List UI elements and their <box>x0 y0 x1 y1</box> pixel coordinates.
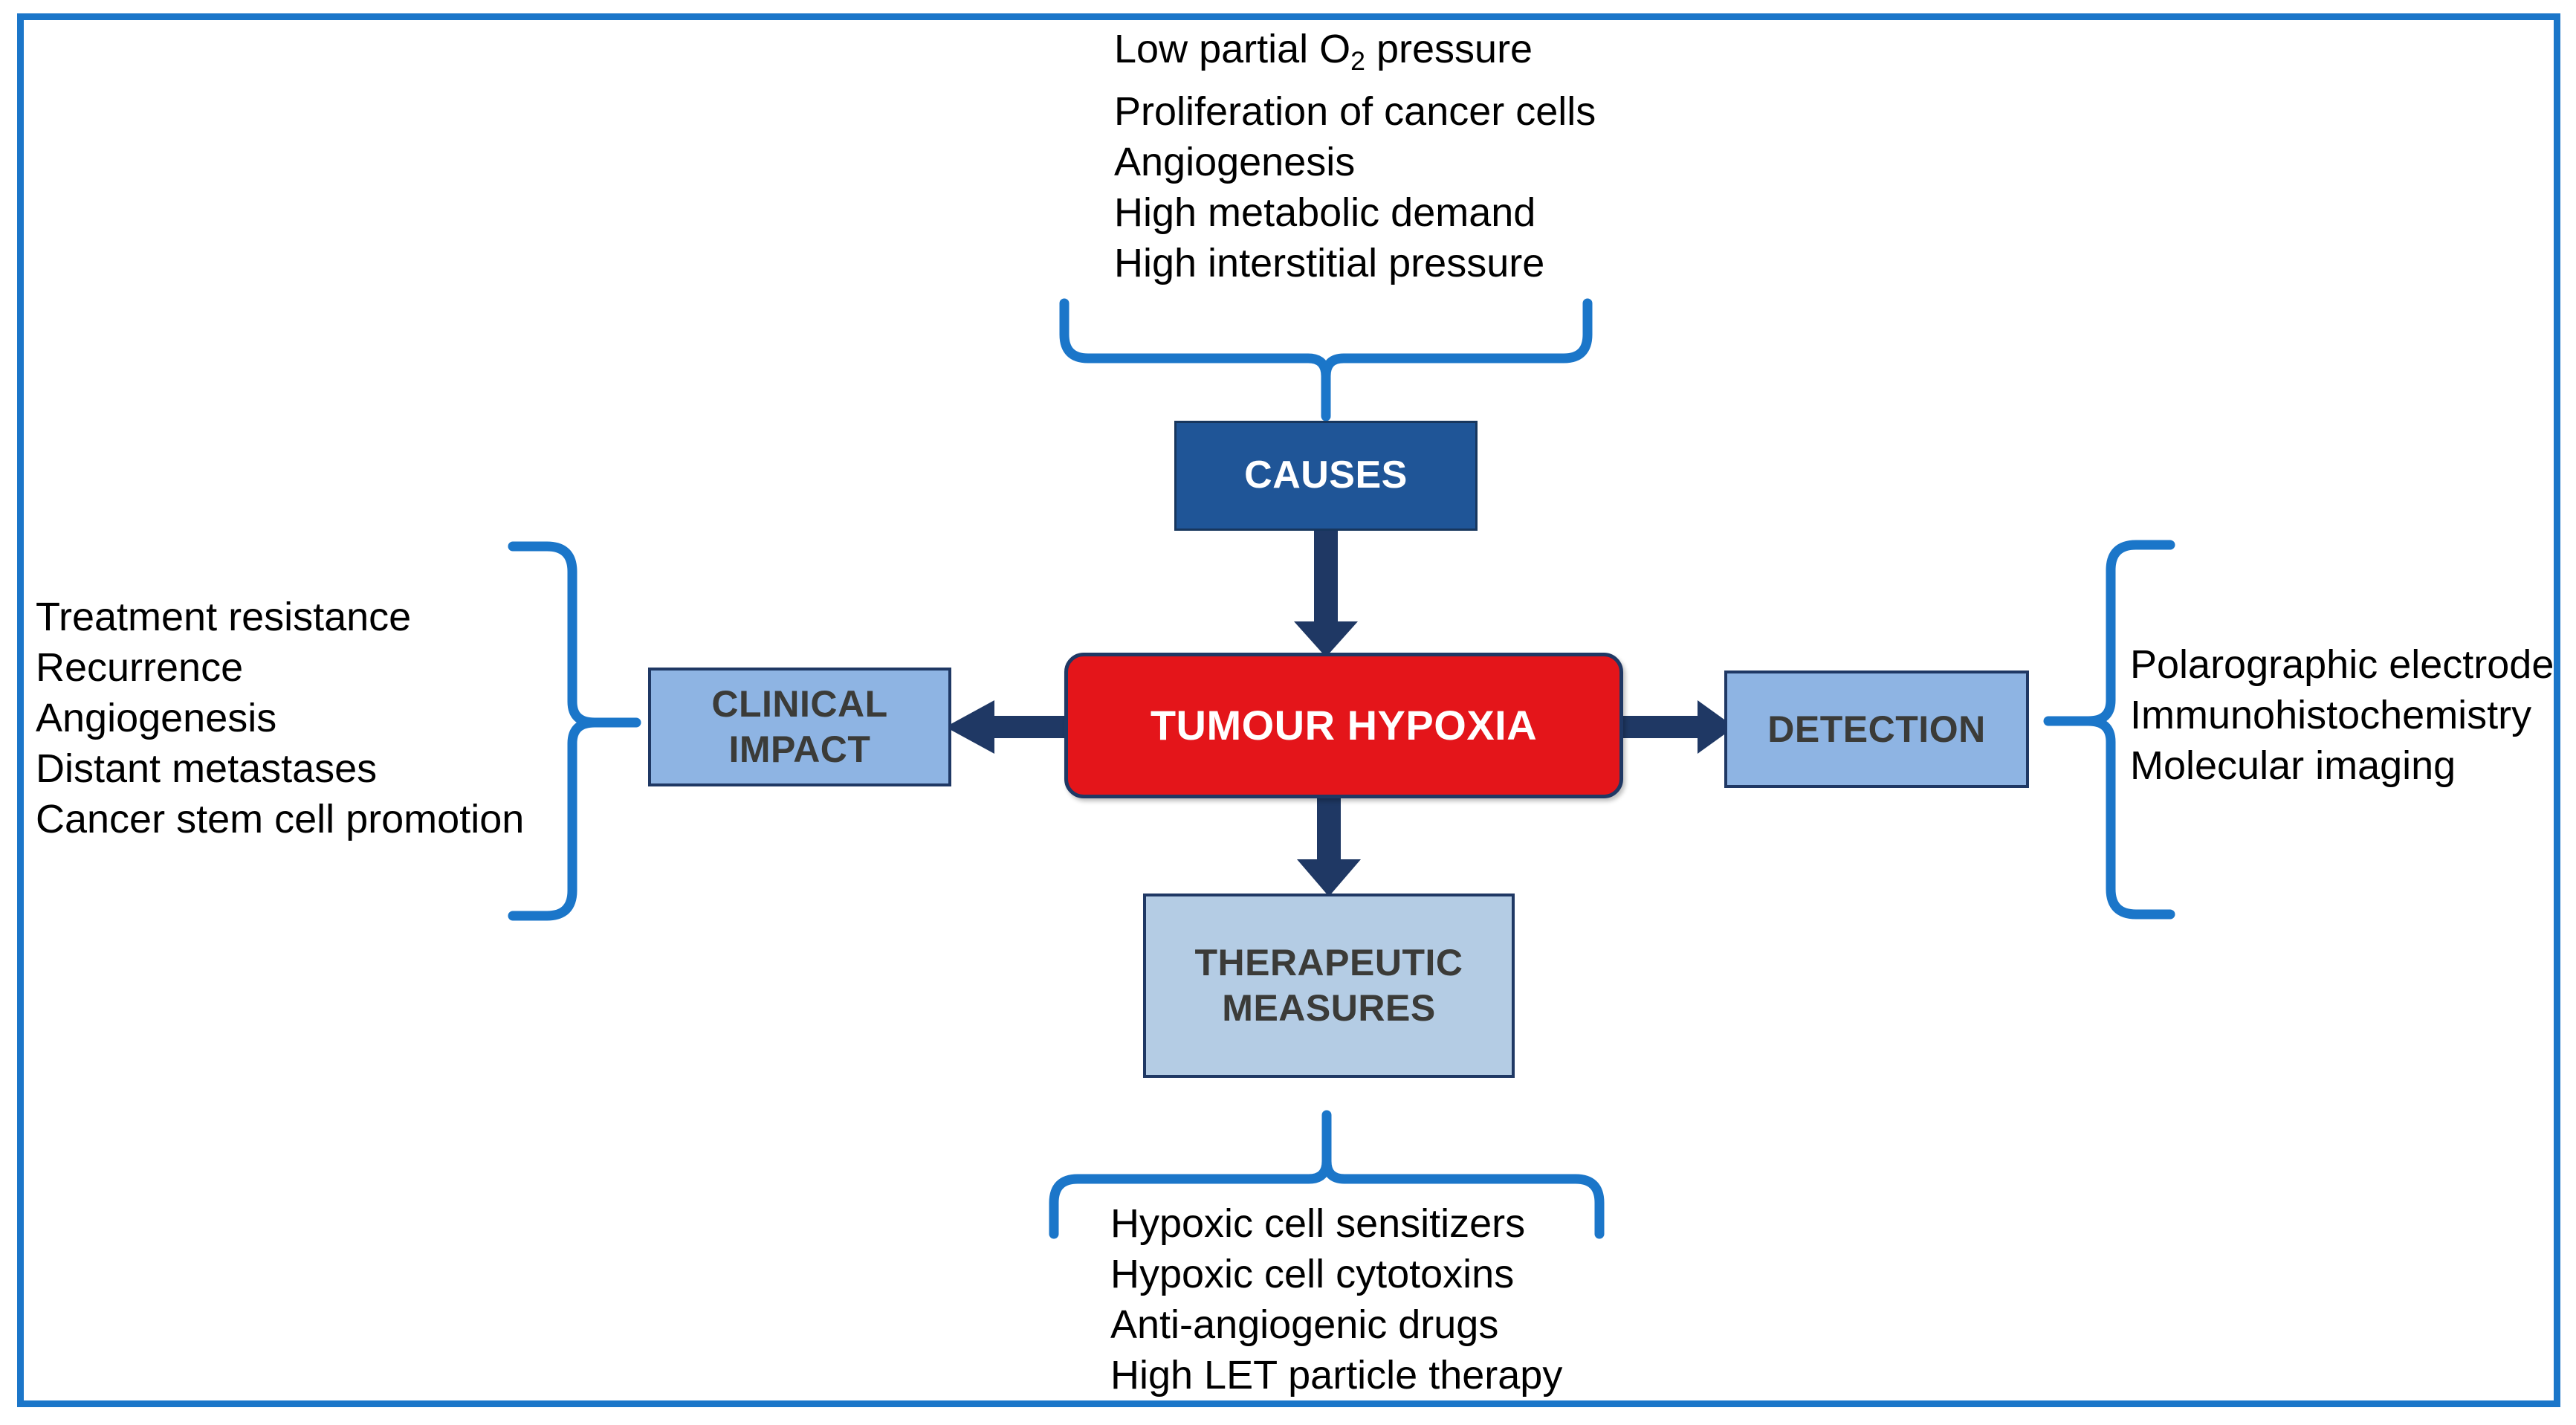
therapeutic-label-line1: THERAPEUTIC <box>1194 942 1463 983</box>
detection-item: Polarographic electrode <box>2130 642 2554 687</box>
therapeutic-measures-node[interactable]: THERAPEUTIC MEASURES <box>1143 894 1515 1078</box>
therapeutic-item: High LET particle therapy <box>1110 1353 1563 1397</box>
clinical-impact-item: Cancer stem cell promotion <box>36 797 525 841</box>
clinical-impact-label-line2: IMPACT <box>728 728 871 770</box>
causes-node-label: CAUSES <box>1244 453 1408 497</box>
detection-item: Immunohistochemistry <box>2130 693 2532 737</box>
clinical-impact-node[interactable]: CLINICAL IMPACT <box>648 668 951 786</box>
causes-item: Angiogenesis <box>1114 139 1356 184</box>
causes-item: Proliferation of cancer cells <box>1114 88 1596 134</box>
detection-item: Molecular imaging <box>2130 743 2456 788</box>
tumour-hypoxia-node[interactable]: TUMOUR HYPOXIA <box>1064 653 1623 798</box>
therapeutic-item-list: Hypoxic cell sensitizers Hypoxic cell cy… <box>1110 1198 1562 1400</box>
therapeutic-item: Anti-angiogenic drugs <box>1110 1302 1499 1347</box>
therapeutic-measures-node-label: THERAPEUTIC MEASURES <box>1194 940 1463 1031</box>
detection-node-label: DETECTION <box>1767 708 1986 750</box>
causes-node[interactable]: CAUSES <box>1174 421 1478 531</box>
clinical-impact-item-list: Treatment resistance Recurrence Angiogen… <box>36 592 524 844</box>
therapeutic-item: Hypoxic cell cytotoxins <box>1110 1252 1515 1296</box>
detection-node[interactable]: DETECTION <box>1724 671 2029 788</box>
clinical-impact-item: Treatment resistance <box>36 595 412 639</box>
causes-item: High metabolic demand <box>1114 190 1536 235</box>
causes-item: High interstitial pressure <box>1114 240 1545 285</box>
clinical-impact-label-line1: CLINICAL <box>711 683 888 725</box>
clinical-impact-item: Distant metastases <box>36 746 378 791</box>
causes-item: Low partial O2 pressure <box>1114 27 1533 76</box>
detection-item-list: Polarographic electrode Immunohistochemi… <box>2130 639 2554 791</box>
clinical-impact-item: Recurrence <box>36 645 244 690</box>
clinical-impact-node-label: CLINICAL IMPACT <box>711 682 887 772</box>
clinical-impact-item: Angiogenesis <box>36 696 277 740</box>
therapeutic-label-line2: MEASURES <box>1222 987 1436 1029</box>
causes-item-list: Low partial O2 pressure Proliferation of… <box>1114 24 1596 288</box>
outer-frame-border <box>17 13 2560 1407</box>
tumour-hypoxia-node-label: TUMOUR HYPOXIA <box>1150 701 1538 749</box>
therapeutic-item: Hypoxic cell sensitizers <box>1110 1201 1526 1246</box>
